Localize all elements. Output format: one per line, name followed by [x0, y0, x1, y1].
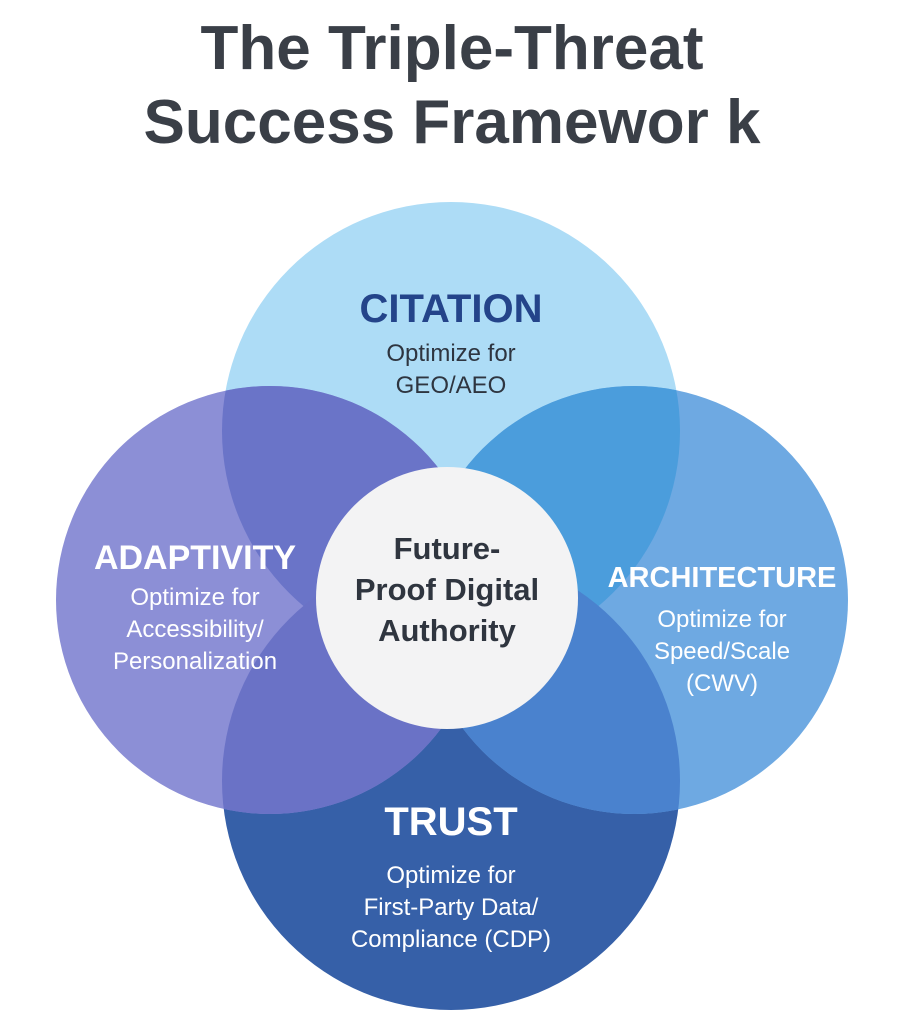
trust-heading: TRUST: [384, 800, 518, 844]
architecture-label: ARCHITECTURE Optimize for Speed/Scale (C…: [572, 558, 872, 700]
citation-line-2: GEO/AEO: [395, 372, 507, 399]
citation-line-1: Optimize for: [386, 340, 516, 367]
architecture-line-2: Speed/Scale: [653, 638, 791, 665]
architecture-line-3: (CWV): [686, 670, 758, 697]
center-label: Future- Proof Digital Authority: [330, 528, 564, 651]
center-line-3: Authority: [378, 613, 516, 648]
adaptivity-heading: ADAPTIVITY: [93, 539, 297, 577]
center-line-1: Future-: [393, 531, 501, 566]
adaptivity-line-3: Personalization: [112, 648, 278, 675]
trust-line-2: First-Party Data/: [363, 894, 539, 921]
page-title: The Triple-Threat Success Framewor k: [0, 12, 904, 160]
citation-label: CITATION Optimize for GEO/AEO: [251, 284, 651, 402]
trust-line-1: Optimize for: [386, 862, 516, 889]
architecture-line-1: Optimize for: [657, 606, 787, 633]
adaptivity-line-2: Accessibility/: [126, 616, 264, 643]
title-line-1: The Triple-Threat: [200, 14, 704, 83]
trust-line-3: Compliance (CDP): [350, 926, 552, 953]
title-line-2: Success Framewor k: [143, 88, 761, 157]
center-circle: [316, 467, 578, 729]
adaptivity-line-1: Optimize for: [130, 584, 260, 611]
citation-heading: CITATION: [359, 287, 543, 331]
trust-label: TRUST Optimize for First-Party Data/ Com…: [251, 796, 651, 956]
adaptivity-label: ADAPTIVITY Optimize for Accessibility/ P…: [40, 536, 350, 678]
center-line-2: Proof Digital: [354, 572, 540, 607]
architecture-heading: ARCHITECTURE: [607, 562, 837, 594]
